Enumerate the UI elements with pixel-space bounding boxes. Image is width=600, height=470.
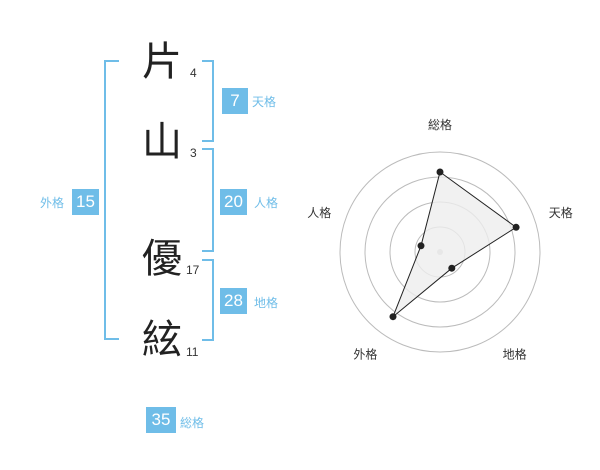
tenkaku-label: 天格 <box>252 95 277 109</box>
gaikaku-badge: 15 <box>72 189 99 215</box>
radar-axis-label-5: 人格 <box>307 205 331 220</box>
stroke-count-1: 4 <box>190 66 197 80</box>
soukaku-label: 総格 <box>180 416 205 430</box>
tenkaku-badge: 7 <box>222 88 248 114</box>
radar-point-4 <box>389 313 397 321</box>
chikaku-label: 地格 <box>254 296 279 310</box>
gaikaku-bracket <box>104 60 119 340</box>
tenkaku-bracket <box>202 60 214 142</box>
radar-ring-4 <box>339 151 541 353</box>
chikaku-bracket <box>202 259 214 341</box>
radar-axis-label-2: 天格 <box>549 205 573 220</box>
radar-point-5 <box>417 242 425 250</box>
gaikaku-label: 外格 <box>40 196 65 210</box>
radar-polygon <box>392 171 517 318</box>
stroke-count-3: 17 <box>186 263 200 277</box>
name-char-1: 片 <box>142 39 182 85</box>
stroke-count-2: 3 <box>190 146 197 160</box>
jinkaku-bracket <box>202 148 214 252</box>
stroke-count-4: 11 <box>186 345 199 359</box>
name-char-2: 山 <box>142 119 182 165</box>
radar-axis-label-4: 外格 <box>353 347 377 362</box>
radar-point-2 <box>512 223 520 231</box>
name-char-3: 優 <box>142 236 182 282</box>
soukaku-badge: 35 <box>146 407 176 433</box>
jinkaku-label: 人格 <box>254 196 279 210</box>
chikaku-badge: 28 <box>220 288 247 314</box>
jinkaku-badge: 20 <box>220 189 247 215</box>
radar-point-3 <box>448 264 456 272</box>
radar-axis-label-1: 総格 <box>428 117 452 132</box>
name-char-4: 絃 <box>142 317 182 363</box>
radar-point-1 <box>436 168 444 176</box>
radar-axis-label-3: 地格 <box>503 347 527 362</box>
